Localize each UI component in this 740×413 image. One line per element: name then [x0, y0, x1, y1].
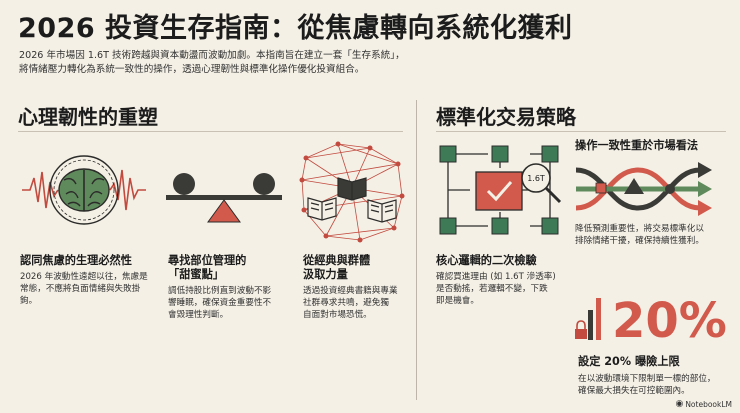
intro-line-2: 將情緒壓力轉化為系統一致性的操作，透過心理韌性與標準化操作優化投資組合。 — [19, 64, 365, 75]
left-section-rule — [18, 131, 403, 132]
desc-line: 響睡眠，確保資金重要性不 — [168, 298, 272, 309]
desc-line: 會毀理性判斷。 — [168, 310, 229, 321]
book-network-icon — [299, 141, 405, 243]
lock-bars-icon — [575, 298, 601, 340]
section-divider — [416, 100, 417, 400]
title-line: 尋找部位管理的 — [168, 254, 247, 267]
card-classics-community: 從經典與群體 汲取力量 透過投資經典書籍與專業 社群尋求共鳴，避免獨 自面對市場… — [303, 254, 411, 322]
desc-line: 透過投資經典書籍與專業 — [303, 286, 398, 296]
card-logic-title: 核心邏輯的二次檢驗 — [436, 254, 537, 267]
card-physiology-desc: 2026 年波動性遠超以往，焦慮是 常態，不應將負面情緒與失敗掛 鉤。 — [20, 271, 148, 308]
page-title: 2026 投資生存指南：從焦慮轉向系統化獲利 — [18, 13, 573, 44]
card-logic-desc: 確認買進理由 (如 1.6T 滲透率) 是否動搖，若邏輯不變，下跌 即是機會。 — [436, 271, 564, 308]
exposure-cap-value: 20% — [612, 293, 727, 349]
card-classics-title: 從經典與群體 汲取力量 — [303, 254, 411, 282]
desc-line: 常態，不應將負面情緒與失敗掛 — [20, 284, 141, 295]
logo-icon: ◉ — [675, 399, 684, 409]
card-consistency-title: 操作一致性重於市場看法 — [575, 139, 699, 152]
desc-line: 鉤。 — [20, 296, 38, 307]
title-line: 「甜蜜點」 — [168, 268, 224, 281]
desc-line: 確保最大損失在可控範圍內。 — [578, 386, 690, 397]
card-limit-desc: 在以波動環境下限制單一標的部位， 確保最大損失在可控範圍內。 — [578, 373, 716, 397]
card-sweet-spot-desc: 調低持股比例直到波動不影 響睡眠，確保資金重要性不 會毀理性判斷。 — [168, 285, 288, 322]
desc-line: 在以波動環境下限制單一標的部位， — [578, 374, 716, 384]
title-line: 汲取力量 — [303, 268, 348, 281]
intro-line-1: 2026 年市場因 1.6T 技術跨越與資本動盪而波動加劇。本指南旨在建立一套「… — [19, 50, 405, 61]
card-sweet-spot-title: 尋找部位管理的 「甜蜜點」 — [168, 254, 288, 282]
desc-line: 排除情緒干擾，確保持續性獲利。 — [575, 236, 704, 247]
card-logic-recheck: 核心邏輯的二次檢驗 確認買進理由 (如 1.6T 滲透率) 是否動搖，若邏輯不變… — [436, 254, 564, 308]
card-sweet-spot: 尋找部位管理的 「甜蜜點」 調低持股比例直到波動不影 響睡眠，確保資金重要性不 … — [168, 254, 288, 322]
logo-text: NotebookLM — [685, 399, 732, 409]
card-physiology: 認同焦慮的生理必然性 2026 年波動性遠超以往，焦慮是 常態，不應將負面情緒與… — [20, 254, 148, 308]
desc-line: 是否動搖，若邏輯不變，下跌 — [436, 284, 548, 295]
desc-line: 2026 年波動性遠超以往，焦慮是 — [20, 272, 148, 282]
card-limit-title: 設定 20% 曝險上限 — [578, 355, 680, 368]
card-physiology-title: 認同焦慮的生理必然性 — [20, 254, 132, 267]
brain-icon — [22, 155, 146, 225]
balance-scale-icon — [166, 173, 282, 223]
desc-line: 降低預測重要性，將交易標準化以 — [575, 224, 704, 234]
desc-line: 社群尋求共鳴，避免獨 — [303, 298, 389, 309]
desc-line: 調低持股比例直到波動不影 — [168, 286, 272, 296]
checklist-flow-icon: 1.6T — [439, 145, 562, 235]
title-line: 從經典與群體 — [303, 254, 371, 267]
desc-line: 確認買進理由 (如 1.6T 滲透率) — [436, 272, 556, 282]
notebooklm-logo: ◉ NotebookLM — [675, 399, 732, 409]
intro-text: 2026 年市場因 1.6T 技術跨越與資本動盪而波動加劇。本指南旨在建立一套「… — [19, 49, 405, 77]
magnifier-label: 1.6T — [527, 174, 545, 183]
right-section-rule — [436, 131, 726, 132]
left-section-title: 心理韌性的重塑 — [18, 105, 158, 129]
desc-line: 即是機會。 — [436, 296, 479, 307]
card-consistency-desc: 降低預測重要性，將交易標準化以 排除情緒干擾，確保持續性獲利。 — [575, 223, 704, 247]
card-classics-desc: 透過投資經典書籍與專業 社群尋求共鳴，避免獨 自面對市場恐慌。 — [303, 285, 411, 322]
braided-arrows-icon — [575, 162, 712, 216]
desc-line: 自面對市場恐慌。 — [303, 310, 372, 321]
right-section-title: 標準化交易策略 — [436, 105, 576, 129]
